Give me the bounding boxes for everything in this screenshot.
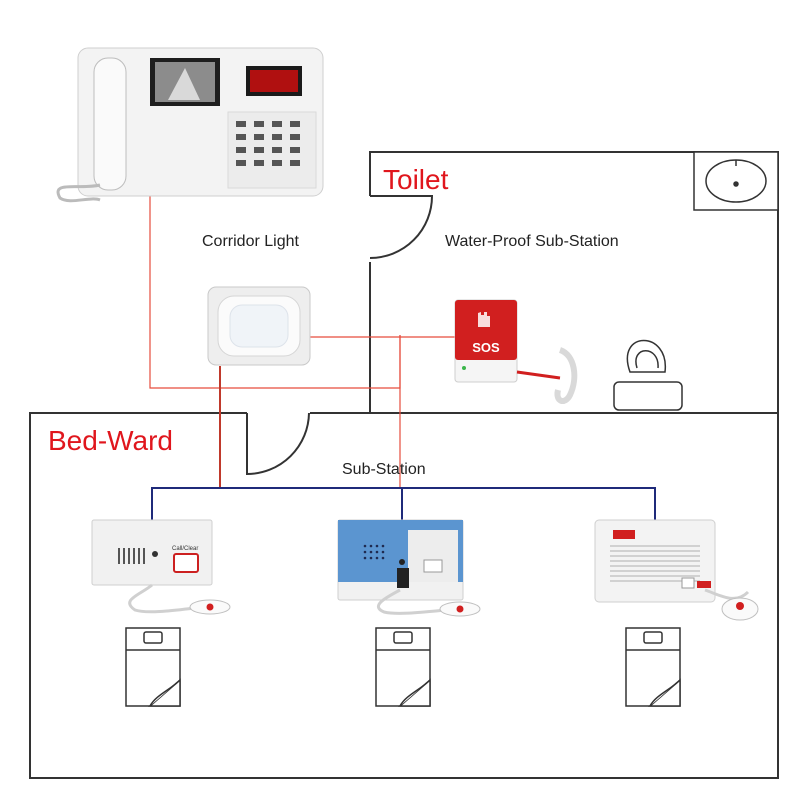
toilet-door [369,195,434,259]
toilet-icon [613,151,779,411]
substation-icon [594,519,716,603]
bed-icon [125,627,181,707]
bed-ward-wall [29,412,779,779]
water-proof-sub-station-label: Water-Proof Sub-Station [445,233,619,250]
sub-station-label: Sub-Station [342,461,426,478]
blue-bus [151,487,656,520]
call-handset-icon [704,588,759,621]
bed-ward-door [246,412,310,476]
substation-icon [337,519,464,601]
sos-button-label: SOS [472,340,500,355]
bed-icon [375,627,431,707]
call-handset-icon [128,583,231,615]
call-handset-icon [376,588,481,617]
call-clear-label: Call/Clear [172,546,198,552]
corridor-light-icon [207,286,311,366]
bed-ward-title: Bed-Ward [48,425,173,456]
toilet-title: Toilet [383,164,449,195]
red-wires [149,196,455,488]
substation-icon: Call/Clear [91,519,213,586]
sos-substation-icon: SOS [454,299,578,404]
master-station-icon [56,47,324,203]
bed-icon [625,627,681,707]
corridor-light-label: Corridor Light [202,233,299,250]
